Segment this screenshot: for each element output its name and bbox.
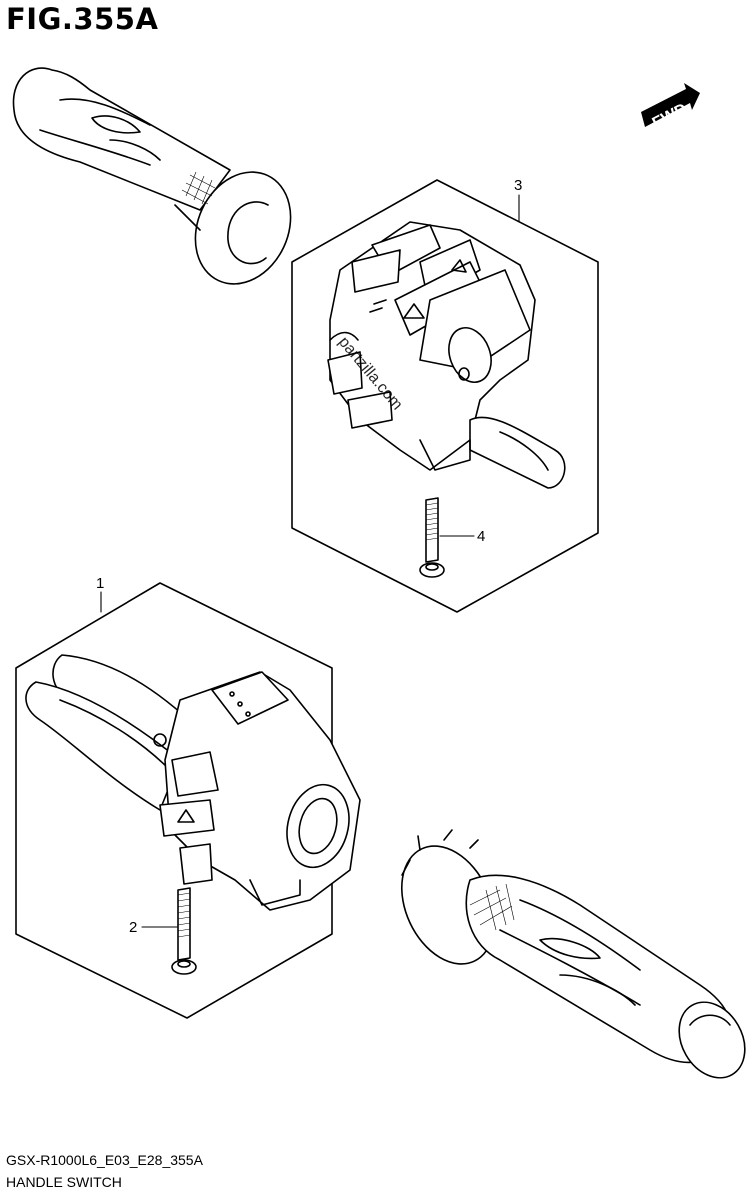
figure-name: HANDLE SWITCH	[6, 1174, 122, 1190]
left-handle-switch	[25, 654, 361, 911]
callout-2: 2	[129, 919, 178, 936]
callout-1-number: 1	[96, 575, 104, 592]
left-switch-frame	[15, 582, 333, 1019]
callout-4: 4	[439, 528, 485, 545]
fwd-arrow-icon: FWD	[641, 83, 700, 132]
left-grip	[12, 67, 292, 285]
screw-4	[419, 497, 445, 578]
callout-2-number: 2	[129, 919, 137, 936]
callout-4-number: 4	[477, 528, 485, 545]
right-handle-switch	[327, 221, 566, 489]
callout-3-number: 3	[514, 177, 522, 194]
callout-1: 1	[96, 575, 104, 613]
figure-title: FIG.355A	[6, 2, 159, 36]
right-grip	[400, 829, 746, 1079]
right-switch-frame	[291, 179, 599, 613]
screw-2	[171, 887, 197, 975]
figure-code: GSX-R1000L6_E03_E28_355A	[6, 1152, 203, 1168]
callout-3: 3	[514, 177, 522, 223]
